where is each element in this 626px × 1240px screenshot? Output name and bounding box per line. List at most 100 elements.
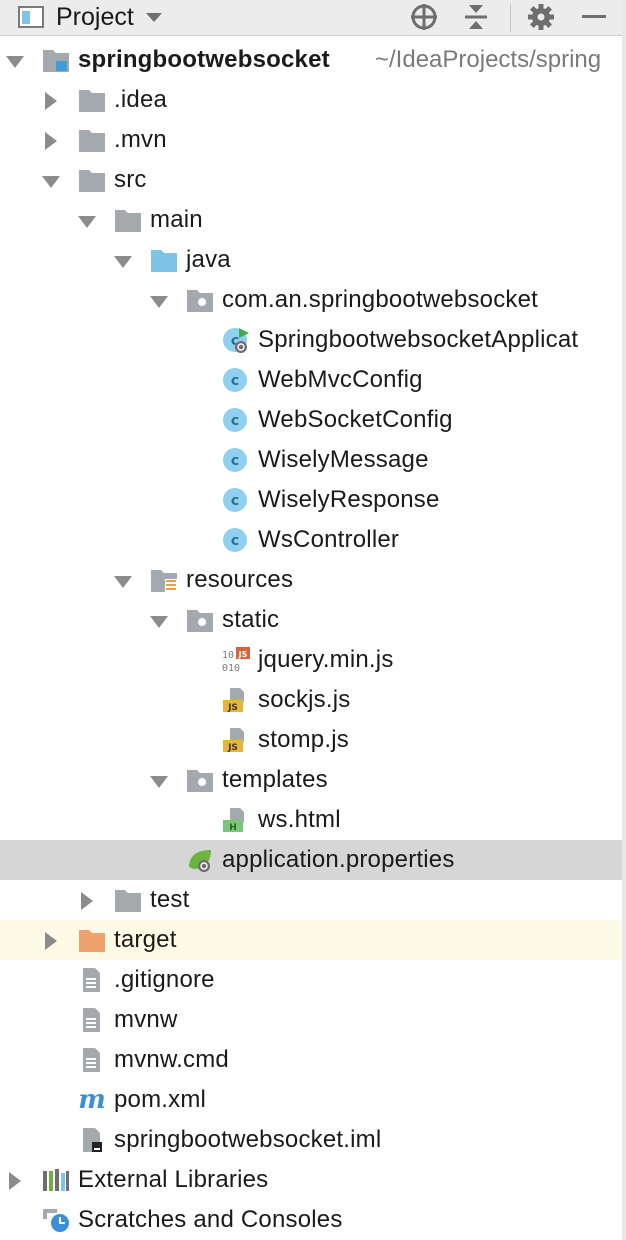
svg-text:c: c: [231, 413, 239, 429]
tree-node-class[interactable]: c WebMvcConfig: [0, 360, 626, 400]
folder-icon: [79, 130, 105, 152]
tree-node-mvn[interactable]: .mvn: [0, 120, 626, 160]
tree-node-file[interactable]: mvnw.cmd: [0, 1040, 626, 1080]
minimize-button[interactable]: [576, 0, 612, 34]
svg-text:c: c: [231, 333, 239, 349]
tree-node-root[interactable]: springbootwebsocket ~/IdeaProjects/sprin…: [0, 40, 626, 80]
folder-icon: [79, 170, 105, 192]
expand-toggle[interactable]: [150, 772, 168, 790]
tree-label: WsController: [258, 526, 400, 553]
settings-button[interactable]: [523, 0, 559, 34]
excluded-folder-icon: [79, 930, 105, 952]
tree-node-class[interactable]: c WiselyMessage: [0, 440, 626, 480]
gear-icon: [528, 4, 554, 30]
scrollbar-track[interactable]: [622, 0, 626, 1240]
tree-label: .mvn: [114, 126, 167, 153]
tree-label: static: [222, 606, 280, 633]
folder-icon: [115, 890, 141, 912]
view-selector[interactable]: Project: [18, 0, 162, 34]
tree-node-file[interactable]: JS stomp.js: [0, 720, 626, 760]
root-path: ~/IdeaProjects/spring: [375, 46, 602, 73]
expand-toggle[interactable]: [6, 1172, 24, 1190]
expand-toggle[interactable]: [78, 212, 96, 230]
tree-label: templates: [222, 766, 328, 793]
tree-label: main: [150, 206, 203, 233]
tree-node-file[interactable]: springbootwebsocket.iml: [0, 1120, 626, 1160]
svg-text:H: H: [229, 823, 237, 833]
project-view-icon: [18, 6, 44, 28]
tree-label: mvnw: [114, 1006, 178, 1033]
html-file-icon: H: [223, 808, 244, 833]
libraries-icon: [43, 1169, 69, 1191]
expand-toggle[interactable]: [42, 92, 60, 110]
locate-button[interactable]: [406, 0, 442, 34]
minimize-icon: [582, 15, 606, 18]
expand-toggle[interactable]: [42, 172, 60, 190]
tree-label: java: [186, 246, 231, 273]
class-icon: c: [223, 528, 247, 552]
toolbar-divider: [510, 4, 511, 32]
tree-label: SpringbootwebsocketApplicat: [258, 326, 579, 353]
class-icon: c: [223, 488, 247, 512]
tree-node-target[interactable]: target: [0, 920, 626, 960]
tree-node-class[interactable]: c WsController: [0, 520, 626, 560]
svg-text:JS: JS: [227, 703, 238, 713]
view-title: Project: [56, 2, 134, 31]
class-icon: c: [223, 368, 247, 392]
tree-node-class[interactable]: c SpringbootwebsocketApplicat: [0, 320, 626, 360]
tree-node-external-libraries[interactable]: External Libraries: [0, 1160, 626, 1200]
tree-label: application.properties: [222, 846, 455, 873]
tree-node-file[interactable]: mvnw: [0, 1000, 626, 1040]
tree-label: mvnw.cmd: [114, 1046, 229, 1073]
spring-config-icon: [189, 850, 211, 872]
tree-label: WiselyMessage: [258, 446, 429, 473]
svg-text:c: c: [231, 493, 239, 509]
tree-node-file[interactable]: .gitignore: [0, 960, 626, 1000]
tree-node-file[interactable]: H ws.html: [0, 800, 626, 840]
tree-label: stomp.js: [258, 726, 349, 753]
tree-node-file-selected[interactable]: application.properties: [0, 840, 626, 880]
tree-node-src[interactable]: src: [0, 160, 626, 200]
tree-node-file[interactable]: 10 010 JS jquery.min.js: [0, 640, 626, 680]
expand-toggle[interactable]: [6, 52, 24, 70]
folder-icon: [115, 210, 141, 232]
tree-node-test[interactable]: test: [0, 880, 626, 920]
tree-label: jquery.min.js: [258, 646, 394, 673]
tree-label: src: [114, 166, 147, 193]
tree-node-static[interactable]: static: [0, 600, 626, 640]
tree-node-templates[interactable]: templates: [0, 760, 626, 800]
tree-node-class[interactable]: c WebSocketConfig: [0, 400, 626, 440]
expand-toggle[interactable]: [114, 572, 132, 590]
text-file-icon: [83, 1008, 100, 1032]
tree-node-main[interactable]: main: [0, 200, 626, 240]
tree-node-idea[interactable]: .idea: [0, 80, 626, 120]
tree-label: com.an.springbootwebsocket: [222, 286, 539, 313]
javascript-file-icon: JS: [223, 728, 244, 753]
collapse-all-button[interactable]: [458, 0, 494, 34]
tree-node-package[interactable]: com.an.springbootwebsocket: [0, 280, 626, 320]
expand-toggle[interactable]: [150, 292, 168, 310]
collapse-all-icon: [465, 5, 487, 29]
package-icon: [187, 290, 213, 312]
tree-label: .idea: [114, 86, 168, 113]
tree-node-file[interactable]: JS sockjs.js: [0, 680, 626, 720]
tree-label: External Libraries: [78, 1166, 269, 1193]
tree-node-class[interactable]: c WiselyResponse: [0, 480, 626, 520]
source-folder-icon: [151, 250, 177, 272]
project-toolbar: Project: [0, 0, 626, 36]
module-icon: [43, 50, 69, 72]
tree-node-file[interactable]: m pom.xml: [0, 1080, 626, 1120]
module-file-icon: [83, 1128, 102, 1152]
svg-text:010: 010: [222, 663, 240, 673]
tree-node-resources[interactable]: resources: [0, 560, 626, 600]
tree-node-java[interactable]: java: [0, 240, 626, 280]
expand-toggle[interactable]: [42, 932, 60, 950]
expand-toggle[interactable]: [114, 252, 132, 270]
svg-text:m: m: [78, 1087, 106, 1113]
tree-node-scratches[interactable]: Scratches and Consoles: [0, 1200, 626, 1240]
expand-toggle[interactable]: [150, 612, 168, 630]
class-icon: c: [223, 408, 247, 432]
tree-label: test: [150, 886, 190, 913]
expand-toggle[interactable]: [42, 132, 60, 150]
expand-toggle[interactable]: [78, 892, 96, 910]
